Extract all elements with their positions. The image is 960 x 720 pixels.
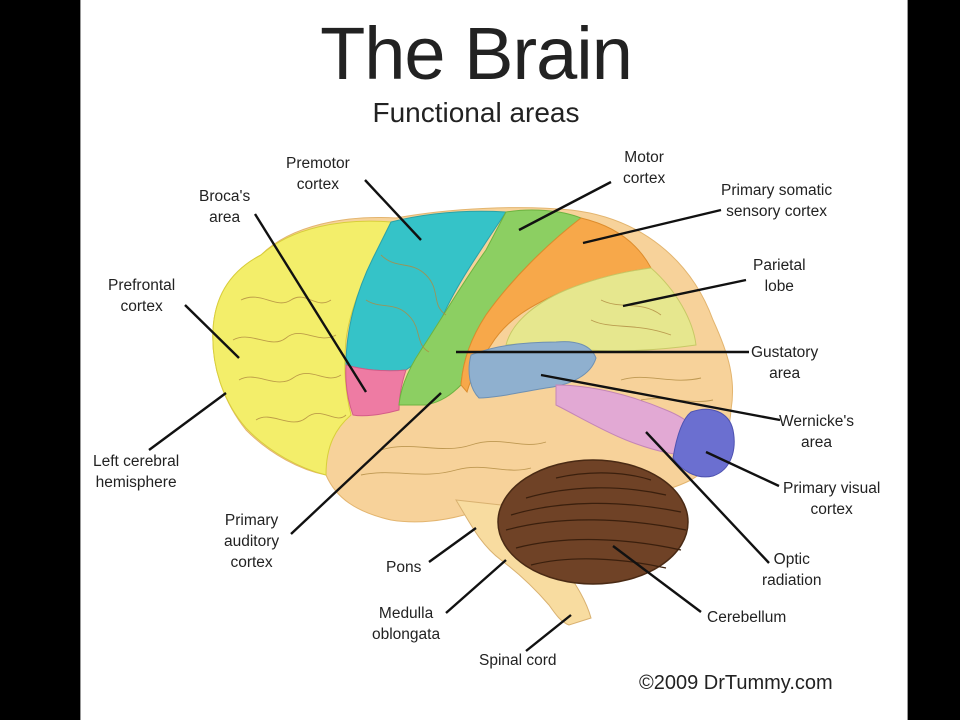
- label-primary-somatic-sensory-cortex: Primary somatic sensory cortex: [721, 180, 832, 222]
- label-pons: Pons: [386, 559, 422, 576]
- brain-diagram: [148, 179, 781, 652]
- region-brocas: [345, 364, 407, 417]
- cerebellum: [497, 459, 689, 585]
- label-primary-auditory-cortex: Primary auditory cortex: [224, 510, 279, 573]
- label-medulla-line2: oblongata: [372, 626, 441, 643]
- label-parietal-lobe: Parietal lobe: [753, 255, 806, 297]
- cerebellum-folia: [505, 472, 687, 569]
- label-auditory-line2: auditory: [224, 533, 280, 550]
- label-auditory-line3: cortex: [230, 554, 273, 571]
- label-brocas-line2: area: [209, 209, 241, 226]
- label-parietal-line1: Parietal: [753, 257, 806, 274]
- label-motor-line1: Motor: [624, 149, 664, 166]
- label-premotor-line2: cortex: [296, 176, 339, 193]
- label-optic-line2: radiation: [762, 572, 822, 589]
- label-gustatory-area: Gustatory area: [751, 342, 818, 384]
- label-motor-cortex: Motor cortex: [623, 147, 665, 189]
- label-medulla-oblongata: Medulla oblongata: [372, 603, 440, 645]
- label-parietal-line2: lobe: [764, 278, 794, 295]
- label-brocas-line1: Broca's: [199, 188, 251, 205]
- region-visual: [672, 408, 735, 478]
- region-parietal: [505, 267, 697, 352]
- label-spinal-cord: Spinal cord: [479, 652, 557, 669]
- label-prefrontal-line2: cortex: [120, 298, 163, 315]
- label-left-cerebral-line2: hemisphere: [95, 474, 177, 491]
- label-wernickes-line2: area: [801, 434, 833, 451]
- label-left-cerebral-line1: Left cerebral: [93, 453, 180, 470]
- region-gustatory: [468, 341, 597, 399]
- label-prefrontal-cortex: Prefrontal cortex: [108, 275, 175, 317]
- gyri-lines: [232, 254, 714, 476]
- label-wernickes-area: Wernicke's area: [779, 411, 854, 453]
- label-gustatory-line2: area: [769, 365, 801, 382]
- label-visual-line1: Primary visual: [783, 480, 881, 497]
- diagram-frame: The Brain Functional areas: [80, 0, 908, 720]
- label-optic-radiation: Optic radiation: [762, 549, 821, 591]
- page-title: The Brain: [320, 12, 633, 95]
- label-wernickes-line1: Wernicke's: [779, 413, 855, 430]
- label-prefrontal-line1: Prefrontal: [108, 277, 176, 294]
- label-premotor-line1: Premotor: [286, 155, 350, 172]
- label-brocas-area: Broca's area: [199, 186, 250, 228]
- label-cerebellum: Cerebellum: [707, 609, 787, 626]
- leader-lines: [148, 179, 781, 652]
- copyright-notice: ©2009 DrTummy.com: [639, 672, 833, 694]
- label-visual-line2: cortex: [810, 501, 853, 518]
- label-somatic-line2: sensory cortex: [726, 203, 827, 220]
- page-subtitle: Functional areas: [372, 97, 580, 128]
- label-motor-line2: cortex: [623, 170, 666, 187]
- label-primary-visual-cortex: Primary visual cortex: [783, 478, 880, 520]
- label-optic-line1: Optic: [773, 551, 810, 568]
- label-medulla-line1: Medulla: [378, 605, 434, 622]
- label-somatic-line1: Primary somatic: [721, 182, 833, 199]
- label-gustatory-line1: Gustatory: [751, 344, 819, 361]
- label-left-cerebral-hemisphere: Left cerebral hemisphere: [93, 451, 179, 493]
- label-auditory-line1: Primary: [224, 512, 279, 529]
- label-premotor-cortex: Premotor cortex: [286, 153, 350, 195]
